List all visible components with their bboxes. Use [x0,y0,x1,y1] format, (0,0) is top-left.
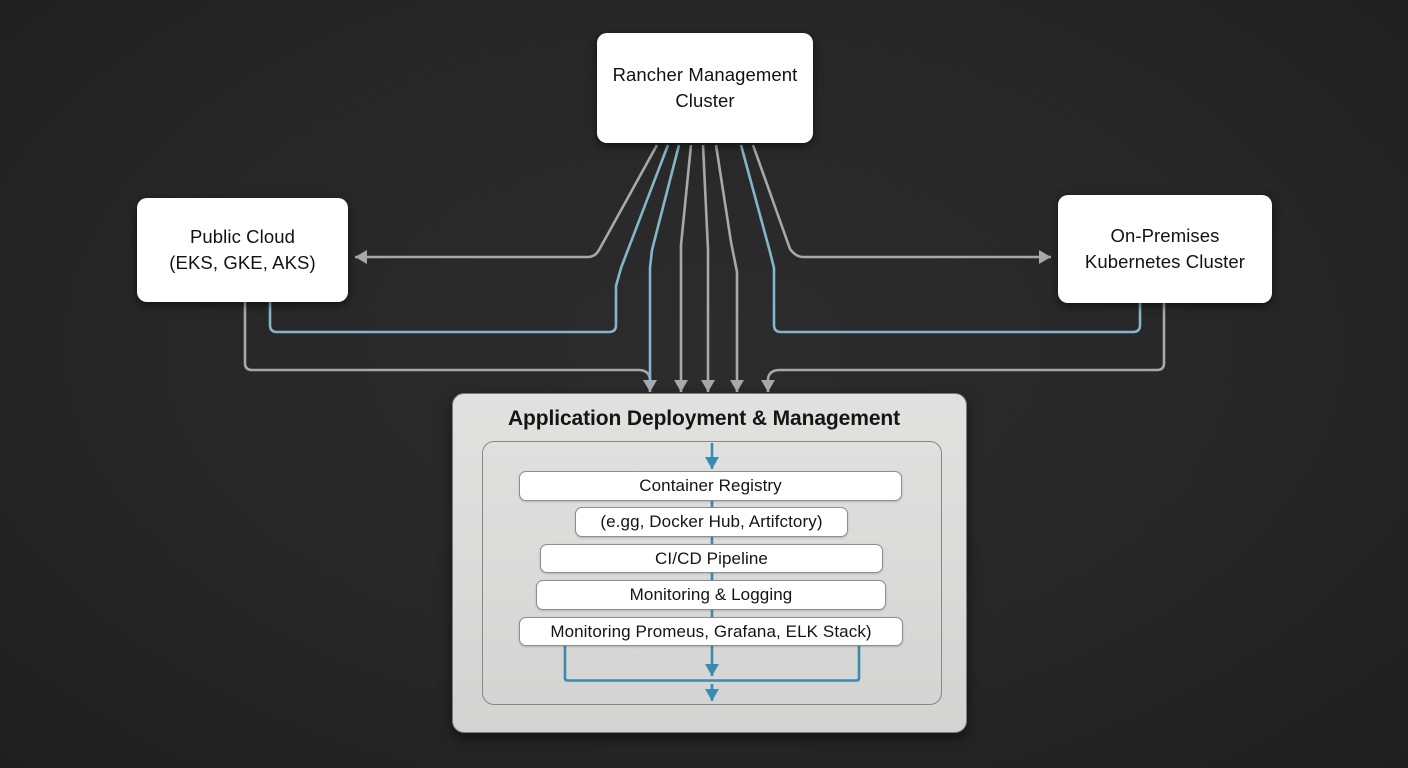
node-on-premises-label-line1: On-Premises [1110,224,1220,246]
edge-rancher-to-public-cloud [355,144,659,264]
edge-rancher-to-app-3 [714,144,744,392]
node-on-premises-label-line2: Kubernetes Cluster [1084,251,1246,272]
item-cicd-pipeline: CI/CD Pipeline [540,544,883,573]
item-registry-examples: (e.gg, Docker Hub, Artifctory) [575,507,848,537]
item-monitoring-logging: Monitoring & Logging [536,580,886,610]
node-public-cloud-label-line1: Public Cloud [189,225,296,247]
edge-rancher-to-app-2 [701,144,715,392]
edge-rancher-to-on-premises [751,144,1051,264]
blue-connectors-outer [268,144,1142,386]
edge-public-cloud-to-app [243,302,657,392]
application-panel-title: Application Deployment & Management [507,407,901,430]
edge-rancher-app-blue [648,144,681,386]
node-rancher-label-line2: Cluster [675,90,735,111]
item-container-registry: Container Registry [519,471,902,501]
node-public-cloud-label-line2: (EKS, GKE, AKS) [169,252,316,273]
edge-rancher-to-app-1 [674,144,693,392]
item-monitoring-tools: Monitoring Promeus, Grafana, ELK Stack) [519,617,903,646]
node-rancher-label-line1: Rancher Management [612,63,798,85]
gray-connectors [243,144,1166,392]
application-inner-container [482,441,942,705]
node-on-premises-cluster: On-Premises Kubernetes Cluster [1058,195,1272,303]
node-public-cloud: Public Cloud (EKS, GKE, AKS) [137,198,348,302]
edge-on-premises-to-app [761,302,1166,392]
node-rancher-management-cluster: Rancher Management Cluster [597,33,813,143]
